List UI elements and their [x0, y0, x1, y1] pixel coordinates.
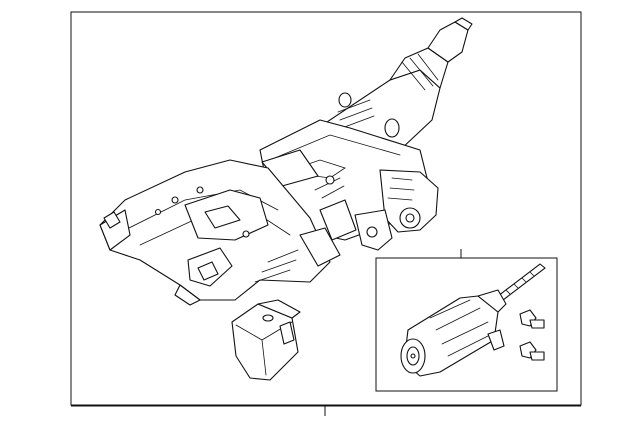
bracket-cover	[231, 299, 301, 381]
tilt-motor-kit	[400, 263, 546, 377]
diagram-frame	[70, 11, 582, 406]
inset-box	[375, 257, 558, 392]
steering-column-assembly	[99, 17, 473, 306]
